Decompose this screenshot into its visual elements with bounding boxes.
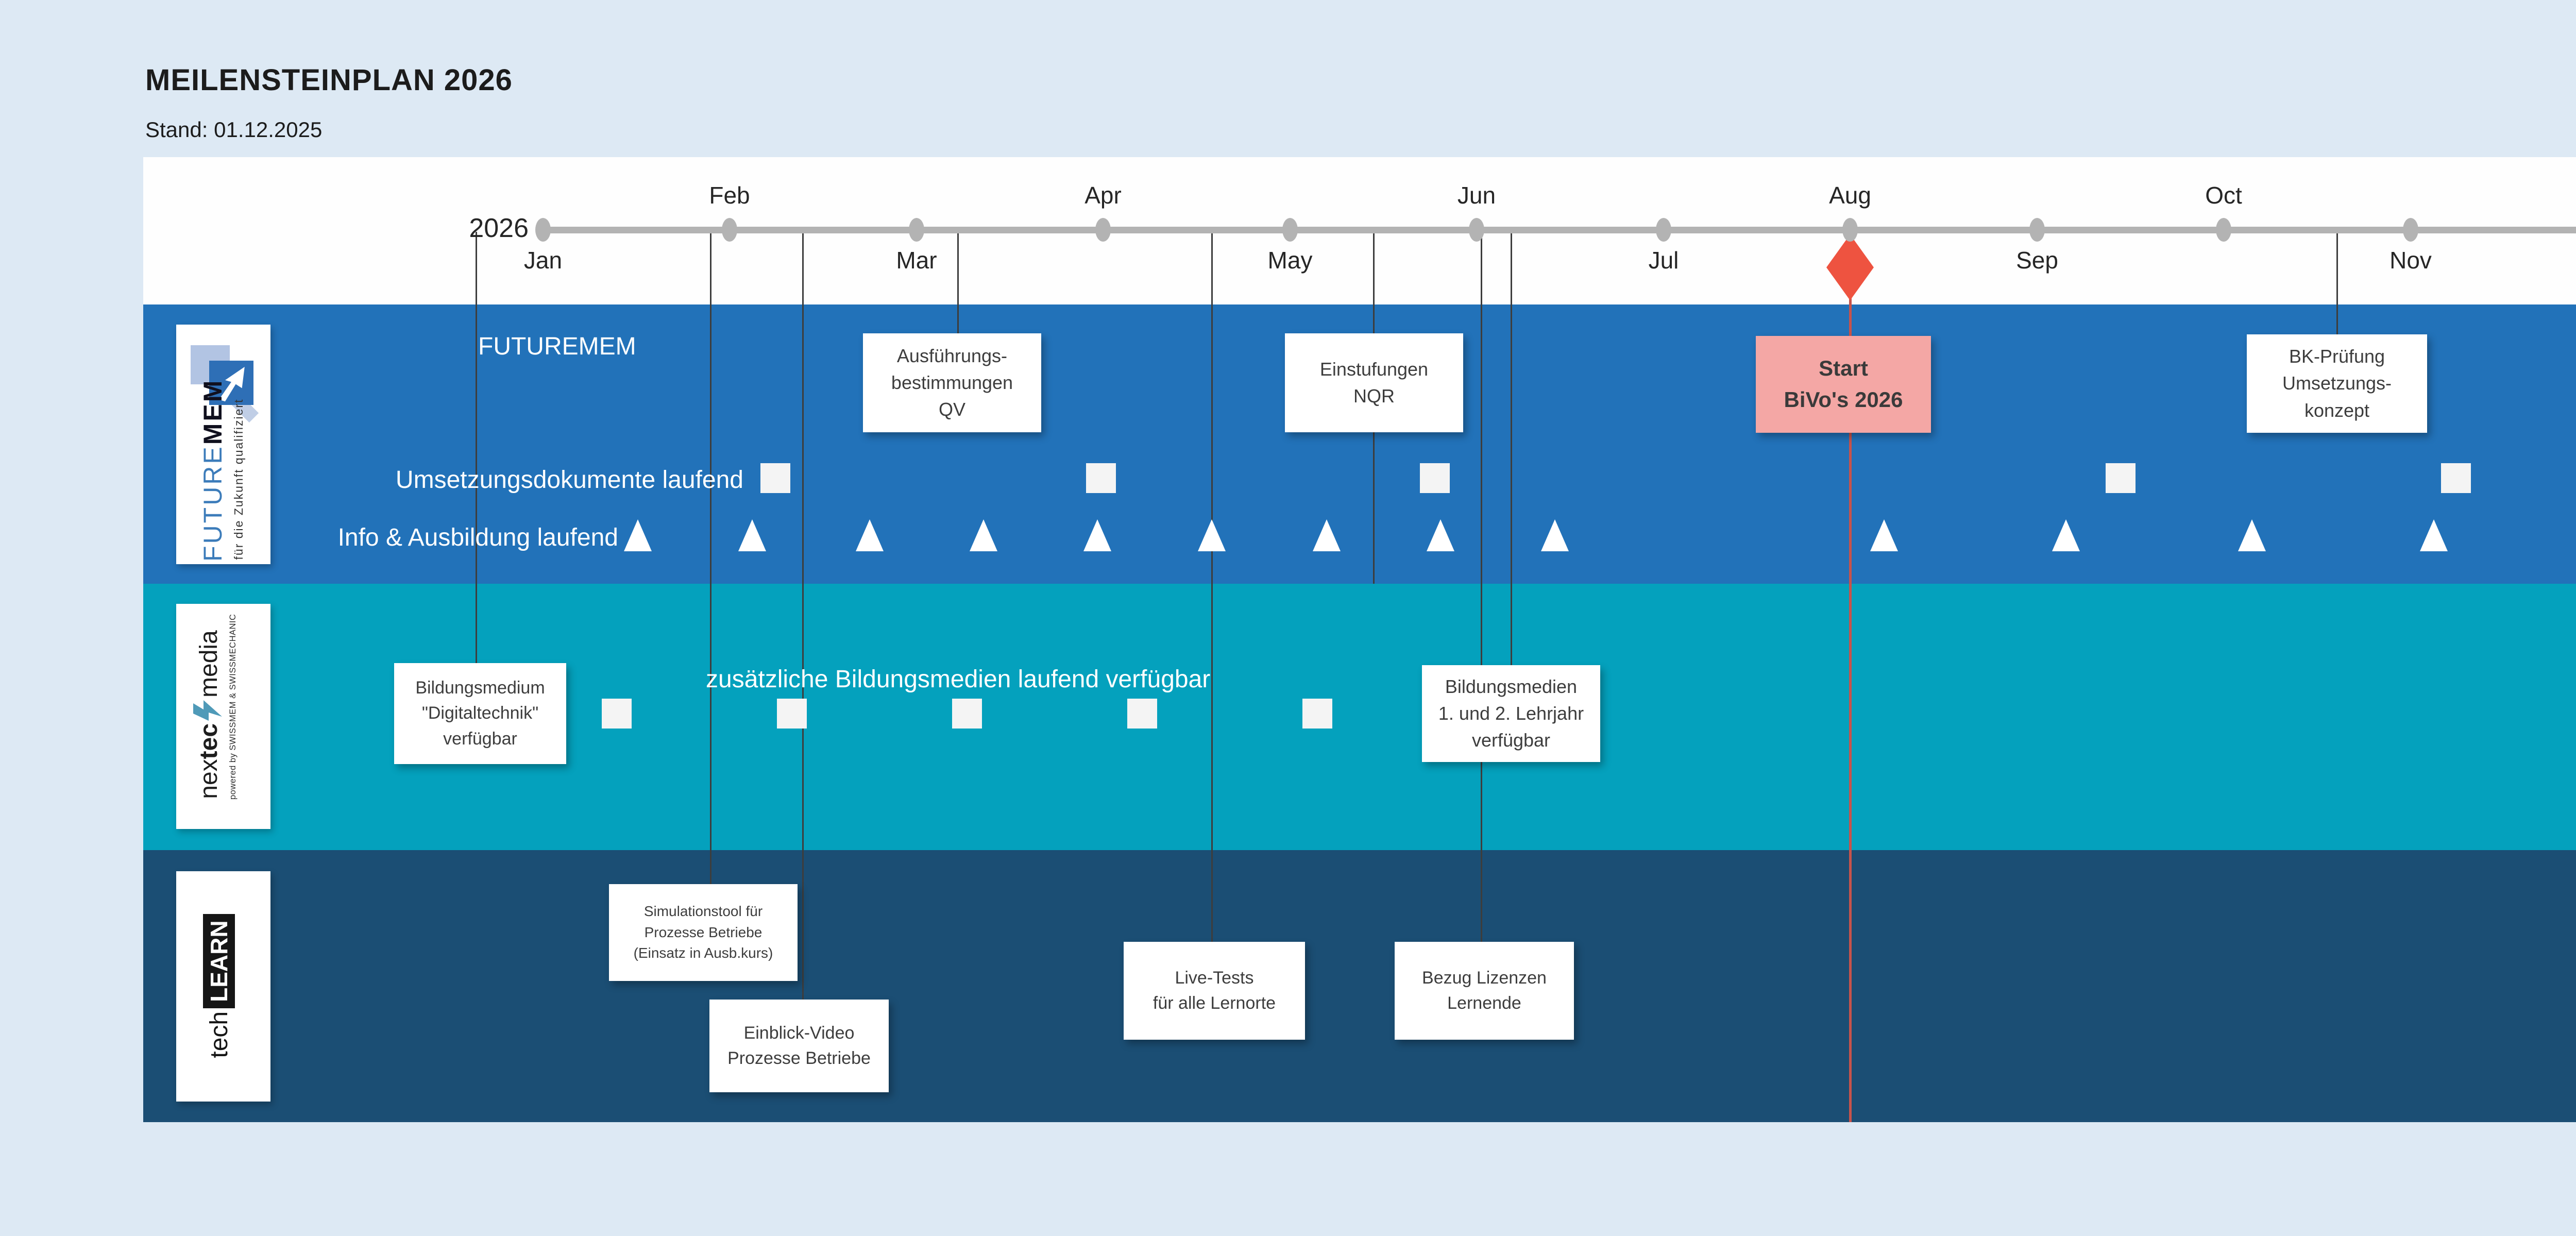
month-dot <box>1842 218 1858 242</box>
month-dot <box>2029 218 2045 242</box>
square-marker <box>1127 699 1157 729</box>
today-line <box>1849 233 1852 1122</box>
triangle-marker <box>738 519 766 551</box>
nextec-logo-word-nex: nex <box>195 759 223 799</box>
square-marker <box>952 699 982 729</box>
month-label-jun: Jun <box>1457 182 1496 209</box>
square-marker <box>1086 463 1116 493</box>
month-label-may: May <box>1267 247 1313 274</box>
lane-nextec-label: zusätzliche Bildungsmedien laufend verfü… <box>706 666 1211 693</box>
triangle-marker <box>2420 519 2448 551</box>
nextec-media-logo: nextec media powered by SWISSMEM & SWISSM… <box>176 604 270 829</box>
triangle-marker <box>970 519 997 551</box>
triangle-marker <box>2238 519 2266 551</box>
month-label-aug: Aug <box>1829 182 1871 209</box>
row-umsetzungsdokumente-label: Umsetzungsdokumente laufend <box>395 466 743 494</box>
lightning-bolt-icon <box>193 700 222 721</box>
month-label-jul: Jul <box>1648 247 1679 274</box>
month-dot <box>2216 218 2231 242</box>
triangle-marker <box>1198 519 1226 551</box>
square-marker <box>777 699 807 729</box>
connector-line <box>710 232 711 884</box>
month-dot <box>1656 218 1671 242</box>
lane-techlearn <box>143 850 2576 1122</box>
connector-line <box>1511 232 1512 665</box>
square-marker <box>760 463 790 493</box>
connector-line <box>476 232 477 663</box>
connector-line <box>957 232 959 333</box>
milestone-bezug-lizenzen: Bezug Lizenzen Lernende <box>1395 942 1574 1040</box>
milestone-live-tests: Live-Tests für alle Lernorte <box>1124 942 1305 1040</box>
month-label-sep: Sep <box>2016 247 2058 274</box>
triangle-marker <box>856 519 884 551</box>
nextec-logo-word-tec: tec <box>195 723 223 759</box>
square-marker <box>602 699 632 729</box>
triangle-marker <box>1541 519 1569 551</box>
month-dot <box>535 218 551 242</box>
month-label-feb: Feb <box>709 182 750 209</box>
nextec-logo-tagline: powered by SWISSMEM & SWISSMECHANIC <box>228 614 238 800</box>
month-label-mar: Mar <box>896 247 937 274</box>
row-info-ausbildung-label: Info & Ausbildung laufend <box>337 524 618 551</box>
connector-line <box>1481 232 1482 942</box>
connector-line <box>802 232 804 1000</box>
connector-line <box>2336 232 2338 334</box>
connector-line <box>1211 232 1213 942</box>
month-label-jan: Jan <box>523 247 563 274</box>
month-dot <box>722 218 737 242</box>
month-label-dec: Dec <box>2540 181 2576 209</box>
triangle-marker <box>1083 519 1111 551</box>
futuremem-logo-word-bold: MEM <box>198 378 227 445</box>
triangle-marker <box>1870 519 1898 551</box>
techlearn-logo-word-tech: tech <box>206 1011 233 1058</box>
page-subtitle: Stand: 01.12.2025 <box>145 117 323 142</box>
triangle-marker <box>1427 519 1454 551</box>
month-label-oct: Oct <box>2205 182 2242 209</box>
triangle-marker <box>2052 519 2080 551</box>
month-dot <box>1282 218 1298 242</box>
square-marker <box>2106 463 2136 493</box>
square-marker <box>2441 463 2471 493</box>
timeline-axis-2026 <box>543 227 2576 233</box>
milestone-ausfuehrungsbestimmungen: Ausführungs- bestimmungen QV <box>863 333 1041 432</box>
futuremem-logo: FUTUREMEM für die Zukunft qualifiziert <box>176 325 270 564</box>
month-dot <box>1095 218 1111 242</box>
month-dot <box>2403 218 2418 242</box>
milestone-einstufungen-nqr: Einstufungen NQR <box>1285 333 1463 432</box>
triangle-marker <box>624 519 652 551</box>
techlearn-logo-word-learn: LEARN <box>203 914 235 1008</box>
milestone-bildungsmedien-lehrjahr: Bildungsmedien 1. und 2. Lehrjahr verfüg… <box>1422 665 1600 762</box>
futuremem-logo-icon <box>191 345 259 423</box>
month-dot <box>1469 218 1484 242</box>
page-title: MEILENSTEINPLAN 2026 <box>145 63 513 97</box>
milestone-einblick-video: Einblick-Video Prozesse Betriebe <box>709 1000 889 1092</box>
lane-futuremem-label: FUTUREMEM <box>478 333 636 360</box>
milestone-bildungsmedium-digitaltechnik: Bildungsmedium "Digitaltechnik" verfügba… <box>394 663 566 764</box>
arrow-icon <box>218 367 245 402</box>
axis-year-start: 2026 <box>469 213 529 243</box>
milestone-simulationstool: Simulationstool für Prozesse Betriebe (E… <box>609 884 798 981</box>
square-marker <box>1302 699 1332 729</box>
month-label-apr: Apr <box>1084 182 1122 209</box>
month-label-nov: Nov <box>2389 247 2432 274</box>
triangle-marker <box>1313 519 1341 551</box>
nextec-logo-word-media: media <box>195 630 223 698</box>
month-dot <box>909 218 924 242</box>
milestone-bk-pruefung-umsetzungskonzept: BK-Prüfung Umsetzungs- konzept <box>2247 334 2427 433</box>
square-marker <box>1420 463 1450 493</box>
techlearn-logo: tech LEARN <box>176 871 270 1102</box>
milestone-start-bivo-2026: Start BiVo's 2026 <box>1756 336 1931 433</box>
